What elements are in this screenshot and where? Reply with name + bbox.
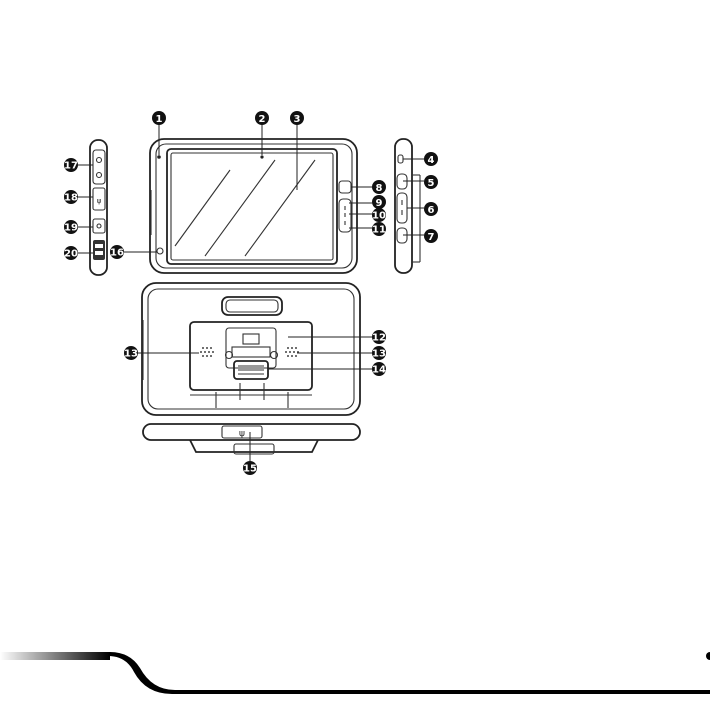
callout-label: 16 <box>110 248 124 259</box>
front-view <box>150 139 357 273</box>
callout-label: 20 <box>64 249 78 260</box>
callout-7: 7 <box>424 229 438 243</box>
speaker-left <box>200 347 214 357</box>
light-sensor <box>260 155 263 158</box>
callout-10: 10 <box>372 208 386 222</box>
callout-label: 13 <box>372 349 386 360</box>
bottom-view: ψ <box>143 424 360 454</box>
callout-3: 3 <box>290 111 304 125</box>
callout-2: 2 <box>255 111 269 125</box>
speaker-right <box>285 347 299 357</box>
callout-8: 8 <box>372 180 386 194</box>
callout-label: 17 <box>64 161 78 172</box>
svg-text:ψ: ψ <box>239 429 245 439</box>
callout-14: 14 <box>372 362 386 376</box>
page-footer-band <box>0 652 710 694</box>
callout-13-left: 13 <box>124 346 138 360</box>
callout-20: 20 <box>64 246 78 260</box>
callout-19: 19 <box>64 220 78 234</box>
svg-text:ψ: ψ <box>97 197 102 205</box>
callout-6: 6 <box>424 202 438 216</box>
callout-label: 4 <box>428 155 435 166</box>
callout-label: 11 <box>372 225 386 236</box>
leader-lines <box>78 124 424 461</box>
callout-1: 1 <box>152 111 166 125</box>
callout-label: 19 <box>64 223 78 234</box>
callout-18: 18 <box>64 190 78 204</box>
callout-label: 3 <box>294 114 301 125</box>
callout-label: 2 <box>259 114 266 125</box>
menu-button <box>339 181 351 193</box>
callout-label: 5 <box>428 178 435 189</box>
callout-label: 18 <box>64 193 78 204</box>
left-side-view: ψ <box>90 140 107 275</box>
callout-13-right: 13 <box>372 346 386 360</box>
callout-5: 5 <box>424 175 438 189</box>
callout-12: 12 <box>372 330 386 344</box>
callout-11: 11 <box>372 222 386 236</box>
reset-button <box>157 248 163 254</box>
callout-9: 9 <box>372 195 386 209</box>
callout-17: 17 <box>64 158 78 172</box>
callout-15: 15 <box>243 461 257 475</box>
callout-label: 10 <box>372 211 386 222</box>
callout-label: 7 <box>428 232 435 243</box>
callout-label: 13 <box>124 349 138 360</box>
callout-16: 16 <box>110 245 124 259</box>
callout-label: 1 <box>156 114 163 125</box>
back-view <box>142 283 360 415</box>
callout-label: 12 <box>372 333 386 344</box>
callout-label: 8 <box>376 183 383 194</box>
callout-label: 6 <box>428 205 435 216</box>
callout-label: 15 <box>243 464 257 475</box>
callout-label: 14 <box>372 365 386 376</box>
callout-4: 4 <box>424 152 438 166</box>
callout-label: 9 <box>376 198 383 209</box>
charge-indicator <box>157 155 161 159</box>
